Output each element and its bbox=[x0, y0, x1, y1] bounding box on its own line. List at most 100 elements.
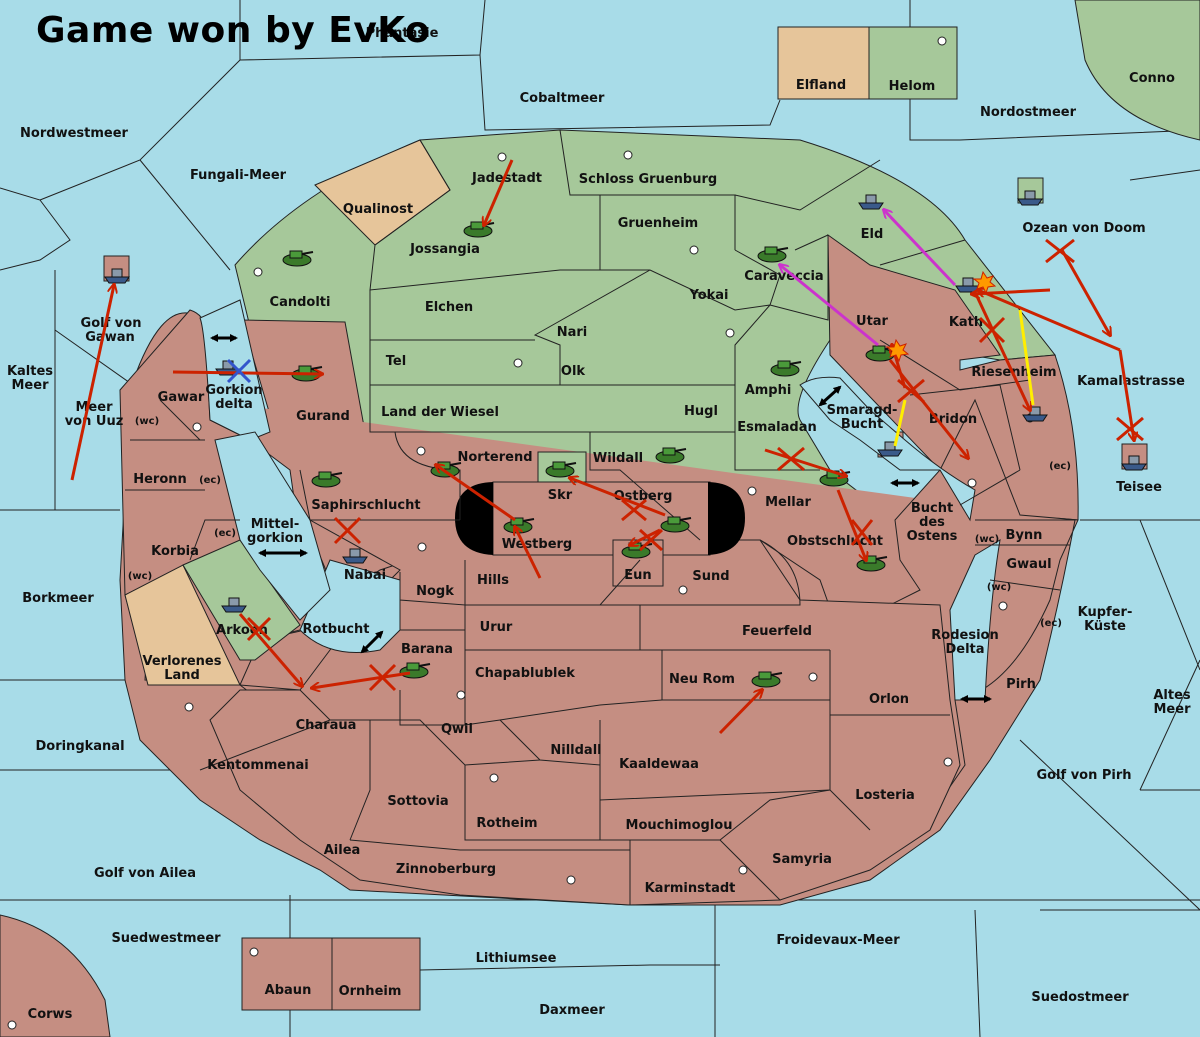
svg-text:Kentommenai: Kentommenai bbox=[207, 758, 308, 773]
svg-text:Bucht: Bucht bbox=[841, 417, 883, 432]
svg-text:Mellar: Mellar bbox=[765, 495, 811, 510]
province-borders bbox=[125, 129, 1075, 905]
ship-icon bbox=[858, 194, 884, 210]
svg-text:Gurand: Gurand bbox=[296, 409, 350, 424]
game-result-title: Game won by EvKo bbox=[36, 10, 431, 51]
tank-icon bbox=[770, 360, 802, 377]
svg-text:Korbia: Korbia bbox=[151, 544, 199, 559]
svg-text:(ec): (ec) bbox=[1040, 618, 1062, 629]
svg-text:Verlorenes: Verlorenes bbox=[142, 654, 221, 669]
svg-text:Ailea: Ailea bbox=[324, 843, 361, 858]
supply-centers bbox=[7, 36, 1035, 1030]
svg-text:Skr: Skr bbox=[548, 488, 573, 503]
svg-text:delta: delta bbox=[215, 397, 253, 412]
units bbox=[104, 190, 1147, 688]
ship-icon bbox=[1121, 455, 1147, 471]
svg-text:Eun: Eun bbox=[624, 568, 651, 583]
svg-text:Kath: Kath bbox=[949, 315, 983, 330]
svg-text:Cobaltmeer: Cobaltmeer bbox=[520, 91, 605, 106]
svg-text:Losteria: Losteria bbox=[855, 788, 915, 803]
svg-text:Olk: Olk bbox=[561, 364, 586, 379]
tank-icon bbox=[311, 471, 343, 488]
tank-icon bbox=[655, 447, 687, 464]
svg-text:Suedwestmeer: Suedwestmeer bbox=[111, 931, 221, 946]
tank-icon bbox=[757, 246, 789, 263]
svg-text:(ec): (ec) bbox=[214, 528, 236, 539]
svg-text:Nordwestmeer: Nordwestmeer bbox=[20, 126, 128, 141]
svg-text:Teisee: Teisee bbox=[1116, 480, 1162, 495]
svg-text:Meer: Meer bbox=[12, 378, 50, 393]
svg-text:Land: Land bbox=[164, 668, 200, 683]
svg-text:Küste: Küste bbox=[1084, 619, 1126, 634]
svg-text:Saphirschlucht: Saphirschlucht bbox=[311, 498, 420, 513]
svg-text:Feuerfeld: Feuerfeld bbox=[742, 624, 812, 639]
svg-text:Heronn: Heronn bbox=[133, 472, 187, 487]
svg-text:Nari: Nari bbox=[557, 325, 588, 340]
svg-text:(ec): (ec) bbox=[1049, 461, 1071, 472]
svg-text:Mouchimoglou: Mouchimoglou bbox=[626, 818, 733, 833]
svg-text:Sund: Sund bbox=[692, 569, 729, 584]
svg-text:Amphi: Amphi bbox=[745, 383, 792, 398]
svg-text:gorkion: gorkion bbox=[247, 531, 303, 546]
svg-text:Bynn: Bynn bbox=[1006, 528, 1043, 543]
svg-text:Sottovia: Sottovia bbox=[387, 794, 448, 809]
svg-text:von Uuz: von Uuz bbox=[65, 414, 124, 429]
svg-text:Golf von Ailea: Golf von Ailea bbox=[94, 866, 196, 881]
svg-text:Gawan: Gawan bbox=[85, 330, 134, 345]
tank-icon bbox=[399, 662, 431, 679]
svg-text:Suedostmeer: Suedostmeer bbox=[1031, 990, 1129, 1005]
svg-text:Barana: Barana bbox=[401, 642, 453, 657]
svg-text:Urur: Urur bbox=[480, 620, 513, 635]
svg-text:Schloss Gruenburg: Schloss Gruenburg bbox=[579, 172, 717, 187]
svg-text:Chapablublek: Chapablublek bbox=[475, 666, 575, 681]
svg-text:Zinnoberburg: Zinnoberburg bbox=[396, 862, 496, 877]
svg-text:Eld: Eld bbox=[861, 227, 884, 242]
ship-icon bbox=[1017, 190, 1043, 206]
region-ornheim[interactable] bbox=[331, 937, 421, 1011]
svg-text:Caraveccia: Caraveccia bbox=[744, 269, 823, 284]
svg-text:Neu Rom: Neu Rom bbox=[669, 672, 735, 687]
svg-text:Rodesion: Rodesion bbox=[931, 628, 998, 643]
region-arkoon[interactable] bbox=[182, 539, 301, 661]
svg-text:Ostens: Ostens bbox=[907, 529, 958, 544]
svg-text:Gwaul: Gwaul bbox=[1006, 557, 1051, 572]
svg-text:Land der Wiesel: Land der Wiesel bbox=[381, 405, 499, 420]
svg-text:Smaragd-: Smaragd- bbox=[827, 403, 898, 418]
region-labels: Phantasie Elfland Helom Conno Cobaltmeer… bbox=[7, 26, 1191, 1022]
svg-text:Kaaldewaa: Kaaldewaa bbox=[619, 757, 699, 772]
svg-text:Kamalastrasse: Kamalastrasse bbox=[1077, 374, 1185, 389]
svg-text:Nilldall: Nilldall bbox=[550, 743, 601, 758]
svg-text:Corws: Corws bbox=[28, 1007, 73, 1022]
svg-text:Yokai: Yokai bbox=[688, 288, 728, 303]
svg-text:Candolti: Candolti bbox=[270, 295, 331, 310]
svg-text:Abaun: Abaun bbox=[265, 983, 312, 998]
svg-text:Karminstadt: Karminstadt bbox=[645, 881, 736, 896]
tank-icon bbox=[751, 671, 783, 688]
failed-orders bbox=[226, 238, 1144, 692]
svg-text:Rotbucht: Rotbucht bbox=[303, 622, 370, 637]
order-arrows bbox=[70, 159, 1134, 735]
svg-text:Elfland: Elfland bbox=[796, 78, 846, 93]
svg-text:Nabai: Nabai bbox=[344, 568, 386, 583]
svg-text:(wc): (wc) bbox=[975, 534, 999, 545]
svg-text:Wildall: Wildall bbox=[593, 451, 643, 466]
tank-icon bbox=[660, 516, 692, 533]
svg-text:Helom: Helom bbox=[889, 79, 936, 94]
svg-text:Daxmeer: Daxmeer bbox=[539, 1003, 605, 1018]
region-elfland[interactable] bbox=[777, 26, 870, 100]
svg-text:Westberg: Westberg bbox=[502, 537, 572, 552]
svg-text:Doringkanal: Doringkanal bbox=[35, 739, 124, 754]
svg-text:Jossangia: Jossangia bbox=[409, 242, 480, 257]
svg-text:Jadestadt: Jadestadt bbox=[471, 171, 542, 186]
svg-text:Meer: Meer bbox=[76, 400, 114, 415]
svg-text:Esmaladan: Esmaladan bbox=[737, 420, 817, 435]
svg-text:(ec): (ec) bbox=[199, 475, 221, 486]
svg-text:Qualinost: Qualinost bbox=[343, 202, 413, 217]
region-corws[interactable] bbox=[0, 914, 111, 1037]
svg-text:Utar: Utar bbox=[856, 314, 889, 329]
svg-text:Hugl: Hugl bbox=[684, 404, 718, 419]
svg-text:Ornheim: Ornheim bbox=[339, 984, 402, 999]
svg-text:Borkmeer: Borkmeer bbox=[22, 591, 94, 606]
svg-text:Golf von: Golf von bbox=[81, 316, 142, 331]
